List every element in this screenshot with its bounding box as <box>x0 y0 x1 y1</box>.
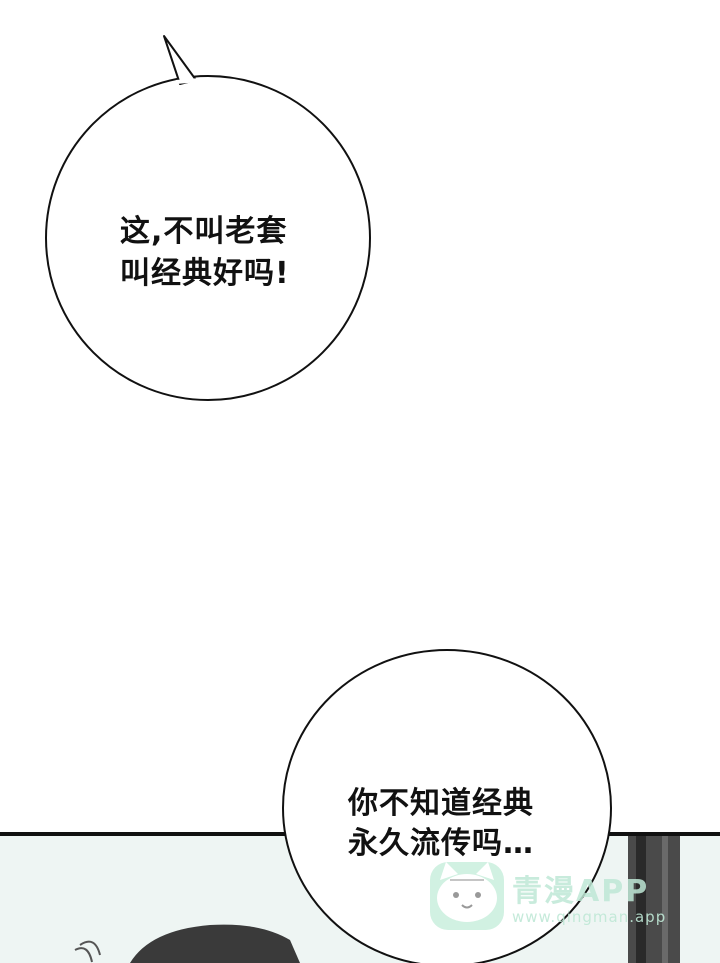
character-hair <box>74 924 300 963</box>
watermark-url: www.qingman.app <box>512 908 667 926</box>
watermark-title: 青漫APP <box>512 874 650 909</box>
cat-face-icon <box>430 862 504 930</box>
speech-bubble-top <box>45 35 371 401</box>
bubble-bottom-line-1: 你不知道经典 <box>348 786 534 821</box>
bubble-top-line-2: 叫经典好吗! <box>120 256 290 291</box>
bubble-bottom-line-2: 永久流传吗… <box>348 826 534 861</box>
speech-bubble-bottom <box>282 649 612 963</box>
bubble-top-line-1: 这,不叫老套 <box>120 214 288 249</box>
